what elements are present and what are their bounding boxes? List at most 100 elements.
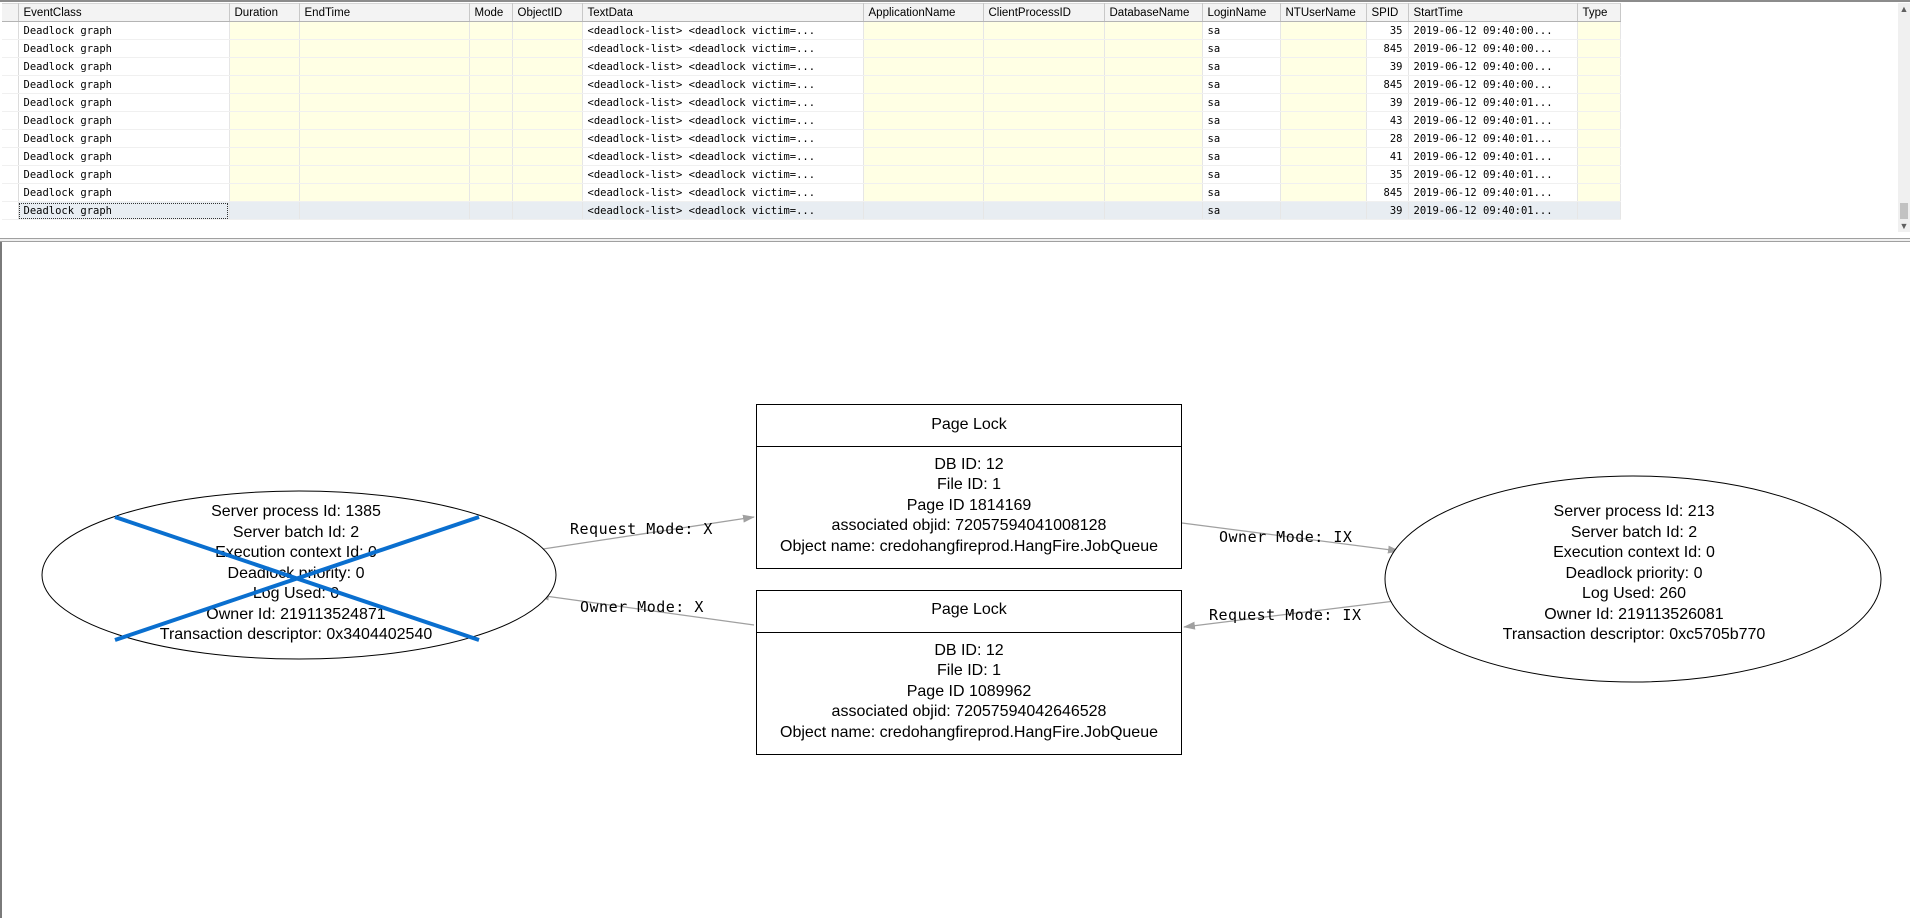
- cell-objectid[interactable]: [512, 93, 583, 112]
- scroll-down-arrow-icon[interactable]: ▼: [1899, 221, 1909, 231]
- row-selector[interactable]: [2, 111, 19, 130]
- column-header-spid[interactable]: SPID: [1366, 3, 1409, 22]
- row-selector[interactable]: [2, 75, 19, 94]
- cell-mode[interactable]: [469, 129, 513, 148]
- column-header-duration[interactable]: Duration: [229, 3, 300, 22]
- table-row[interactable]: Deadlock graph<deadlock-list> <deadlock …: [2, 57, 1621, 76]
- cell-type[interactable]: [1577, 39, 1621, 58]
- table-row[interactable]: Deadlock graph<deadlock-list> <deadlock …: [2, 21, 1621, 40]
- row-selector[interactable]: [2, 183, 19, 202]
- table-row[interactable]: Deadlock graph<deadlock-list> <deadlock …: [2, 75, 1621, 94]
- cell-databasename[interactable]: [1104, 21, 1203, 40]
- cell-objectid[interactable]: [512, 147, 583, 166]
- cell-databasename[interactable]: [1104, 111, 1203, 130]
- table-row[interactable]: Deadlock graph<deadlock-list> <deadlock …: [2, 147, 1621, 166]
- cell-clientprocessid[interactable]: [983, 21, 1105, 40]
- cell-loginname[interactable]: sa: [1202, 183, 1281, 202]
- cell-loginname[interactable]: sa: [1202, 147, 1281, 166]
- cell-clientprocessid[interactable]: [983, 39, 1105, 58]
- cell-ntusername[interactable]: [1280, 147, 1367, 166]
- cell-clientprocessid[interactable]: [983, 147, 1105, 166]
- cell-endtime[interactable]: [299, 183, 470, 202]
- scroll-thumb[interactable]: [1900, 203, 1908, 219]
- cell-ntusername[interactable]: [1280, 21, 1367, 40]
- cell-spid[interactable]: 39: [1366, 93, 1409, 112]
- cell-textdata[interactable]: <deadlock-list> <deadlock victim=...: [582, 21, 864, 40]
- cell-endtime[interactable]: [299, 147, 470, 166]
- cell-clientprocessid[interactable]: [983, 183, 1105, 202]
- cell-databasename[interactable]: [1104, 183, 1203, 202]
- other-process-node[interactable]: Server process Id: 213 Server batch Id: …: [1384, 475, 1882, 683]
- column-header-loginname[interactable]: LoginName: [1202, 3, 1281, 22]
- cell-objectid[interactable]: [512, 165, 583, 184]
- cell-type[interactable]: [1577, 75, 1621, 94]
- row-selector[interactable]: [2, 57, 19, 76]
- cell-type[interactable]: [1577, 93, 1621, 112]
- cell-starttime[interactable]: 2019-06-12 09:40:00...: [1408, 39, 1578, 58]
- cell-endtime[interactable]: [299, 21, 470, 40]
- column-header-endtime[interactable]: EndTime: [299, 3, 470, 22]
- cell-eventclass[interactable]: Deadlock graph: [18, 93, 230, 112]
- cell-ntusername[interactable]: [1280, 129, 1367, 148]
- cell-applicationname[interactable]: [863, 57, 984, 76]
- cell-textdata[interactable]: <deadlock-list> <deadlock victim=...: [582, 93, 864, 112]
- cell-eventclass[interactable]: Deadlock graph: [18, 75, 230, 94]
- cell-loginname[interactable]: sa: [1202, 201, 1281, 220]
- cell-mode[interactable]: [469, 165, 513, 184]
- cell-ntusername[interactable]: [1280, 183, 1367, 202]
- row-selector[interactable]: [2, 201, 19, 220]
- cell-mode[interactable]: [469, 39, 513, 58]
- column-header-objectid[interactable]: ObjectID: [512, 3, 583, 22]
- cell-loginname[interactable]: sa: [1202, 57, 1281, 76]
- cell-eventclass[interactable]: Deadlock graph: [18, 183, 230, 202]
- page-lock-node-bottom[interactable]: Page Lock DB ID: 12 File ID: 1 Page ID 1…: [756, 590, 1182, 755]
- cell-spid[interactable]: 35: [1366, 165, 1409, 184]
- row-selector[interactable]: [2, 93, 19, 112]
- pane-splitter[interactable]: [0, 238, 1910, 242]
- cell-objectid[interactable]: [512, 111, 583, 130]
- table-row[interactable]: Deadlock graph<deadlock-list> <deadlock …: [2, 183, 1621, 202]
- cell-type[interactable]: [1577, 201, 1621, 220]
- column-header-type[interactable]: Type: [1577, 3, 1621, 22]
- cell-duration[interactable]: [229, 39, 300, 58]
- cell-ntusername[interactable]: [1280, 201, 1367, 220]
- cell-endtime[interactable]: [299, 165, 470, 184]
- grid-vertical-scrollbar[interactable]: ▲ ▼: [1898, 3, 1910, 232]
- cell-type[interactable]: [1577, 147, 1621, 166]
- cell-duration[interactable]: [229, 165, 300, 184]
- cell-eventclass[interactable]: Deadlock graph: [18, 165, 230, 184]
- cell-objectid[interactable]: [512, 201, 583, 220]
- cell-applicationname[interactable]: [863, 39, 984, 58]
- cell-mode[interactable]: [469, 201, 513, 220]
- cell-type[interactable]: [1577, 183, 1621, 202]
- cell-mode[interactable]: [469, 57, 513, 76]
- table-row[interactable]: Deadlock graph <deadlock-list> <deadlock …: [2, 93, 1621, 112]
- cell-mode[interactable]: [469, 111, 513, 130]
- scroll-up-arrow-icon[interactable]: ▲: [1899, 4, 1909, 14]
- cell-clientprocessid[interactable]: [983, 93, 1105, 112]
- cell-loginname[interactable]: sa: [1202, 39, 1281, 58]
- cell-applicationname[interactable]: [863, 129, 984, 148]
- cell-loginname[interactable]: sa: [1202, 93, 1281, 112]
- cell-starttime[interactable]: 2019-06-12 09:40:01...: [1408, 201, 1578, 220]
- cell-eventclass[interactable]: Deadlock graph: [18, 39, 230, 58]
- cell-endtime[interactable]: [299, 93, 470, 112]
- column-header-ntusername[interactable]: NTUserName: [1280, 3, 1367, 22]
- cell-starttime[interactable]: 2019-06-12 09:40:01...: [1408, 129, 1578, 148]
- column-header-starttime[interactable]: StartTime: [1408, 3, 1578, 22]
- cell-clientprocessid[interactable]: [983, 201, 1105, 220]
- cell-type[interactable]: [1577, 165, 1621, 184]
- cell-endtime[interactable]: [299, 57, 470, 76]
- row-selector-header[interactable]: [2, 3, 19, 22]
- cell-duration[interactable]: [229, 201, 300, 220]
- cell-endtime[interactable]: [299, 129, 470, 148]
- cell-clientprocessid[interactable]: [983, 165, 1105, 184]
- cell-eventclass[interactable]: Deadlock graph: [18, 201, 230, 220]
- table-row[interactable]: Deadlock graph<deadlock-list> <deadlock …: [2, 165, 1621, 184]
- row-selector[interactable]: [2, 165, 19, 184]
- cell-spid[interactable]: 28: [1366, 129, 1409, 148]
- cell-duration[interactable]: [229, 147, 300, 166]
- cell-textdata[interactable]: <deadlock-list> <deadlock victim=...: [582, 111, 864, 130]
- cell-ntusername[interactable]: [1280, 93, 1367, 112]
- cell-objectid[interactable]: [512, 183, 583, 202]
